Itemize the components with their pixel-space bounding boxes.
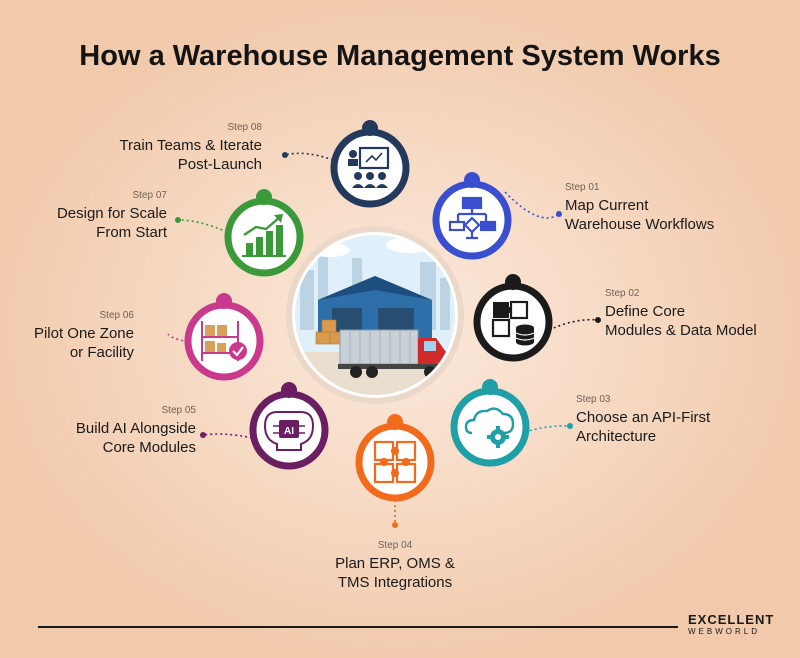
step-title-line-2: or Facility — [69, 344, 134, 361]
step-title-line-1: Design for Scale — [56, 205, 167, 222]
step-title-line-1: Pilot One Zone — [33, 325, 134, 342]
step-06-node — [184, 293, 264, 381]
puzzle-database-icon — [491, 300, 535, 346]
step-02-label: Step 02 Define Core Modules & Data Model — [605, 288, 757, 340]
cloud-gear-icon — [464, 407, 515, 448]
step-number: Step 02 — [605, 288, 640, 299]
step-07-node — [224, 189, 304, 277]
step-number: Step 05 — [161, 405, 196, 416]
page-title: How a Warehouse Management System Works — [79, 40, 721, 72]
step-title-line-1: Build AI Alongside — [75, 420, 196, 437]
connector-step-02 — [548, 318, 599, 331]
center-warehouse — [286, 226, 464, 404]
step-06-label: Step 06 Pilot One Zone or Facility — [34, 310, 134, 362]
step-number: Step 03 — [576, 394, 611, 405]
step-title-line-2: TMS Integrations — [337, 574, 453, 591]
connector-step-05 — [202, 433, 253, 439]
step-03-label: Step 03 Choose an API-First Architecture — [576, 394, 710, 446]
connector-step-08 — [284, 152, 334, 161]
step-07-label: Step 07 Design for Scale From Start — [57, 190, 167, 242]
brand-line-2: WEBWORLD — [688, 627, 760, 636]
step-title-line-1: Define Core — [605, 303, 686, 320]
shelving-boxes-icon — [201, 321, 247, 361]
step-title-line-1: Choose an API-First — [576, 409, 711, 426]
step-title-line-2: Modules & Data Model — [605, 322, 757, 339]
step-number: Step 06 — [99, 310, 134, 321]
step-number: Step 08 — [227, 122, 262, 133]
step-04-node — [355, 414, 435, 502]
svg-text:AI: AI — [284, 426, 294, 437]
warehouse-truck-icon — [295, 235, 455, 395]
connector-step-07 — [177, 219, 228, 233]
connector-lines — [167, 152, 601, 528]
connector-step-01 — [504, 191, 560, 219]
step-05-node: AI — [249, 382, 329, 470]
training-presentation-icon — [348, 146, 390, 188]
growth-chart-icon — [242, 214, 286, 257]
step-08-node — [330, 120, 410, 208]
step-number: Step 04 — [377, 540, 413, 551]
step-04-label: Step 04 Plan ERP, OMS & TMS Integrations — [300, 540, 490, 592]
step-01-label: Step 01 Map Current Warehouse Workflows — [565, 182, 714, 234]
step-title-line-1: Train Teams & Iterate — [119, 137, 262, 154]
step-title-line-2: Post-Launch — [177, 156, 262, 173]
brand-logo[interactable]: EXCELLENT WEBWORLD — [688, 612, 774, 636]
ai-chip-icon: AI — [263, 411, 315, 451]
step-number: Step 01 — [565, 182, 600, 193]
workflow-diagram-icon — [448, 196, 497, 240]
step-05-label: Step 05 Build AI Alongside Core Modules — [76, 405, 196, 457]
brand-line-1: EXCELLENT — [688, 612, 775, 627]
step-title-line-2: Warehouse Workflows — [565, 216, 715, 233]
footer-divider — [38, 626, 678, 628]
step-01-node — [432, 172, 512, 260]
step-title-line-2: Architecture — [576, 428, 657, 445]
connector-step-03 — [524, 425, 571, 433]
step-title-line-2: From Start — [96, 224, 167, 241]
puzzle-pieces-icon — [373, 440, 417, 484]
step-title-line-1: Plan ERP, OMS & — [335, 555, 455, 572]
step-title-line-2: Core Modules — [102, 439, 196, 456]
step-03-node — [450, 379, 530, 467]
step-number: Step 07 — [132, 190, 167, 201]
step-08-label: Step 08 Train Teams & Iterate Post-Launc… — [119, 122, 262, 174]
connector-step-06 — [167, 333, 189, 343]
step-02-node — [473, 274, 553, 362]
step-title-line-1: Map Current — [565, 197, 649, 214]
